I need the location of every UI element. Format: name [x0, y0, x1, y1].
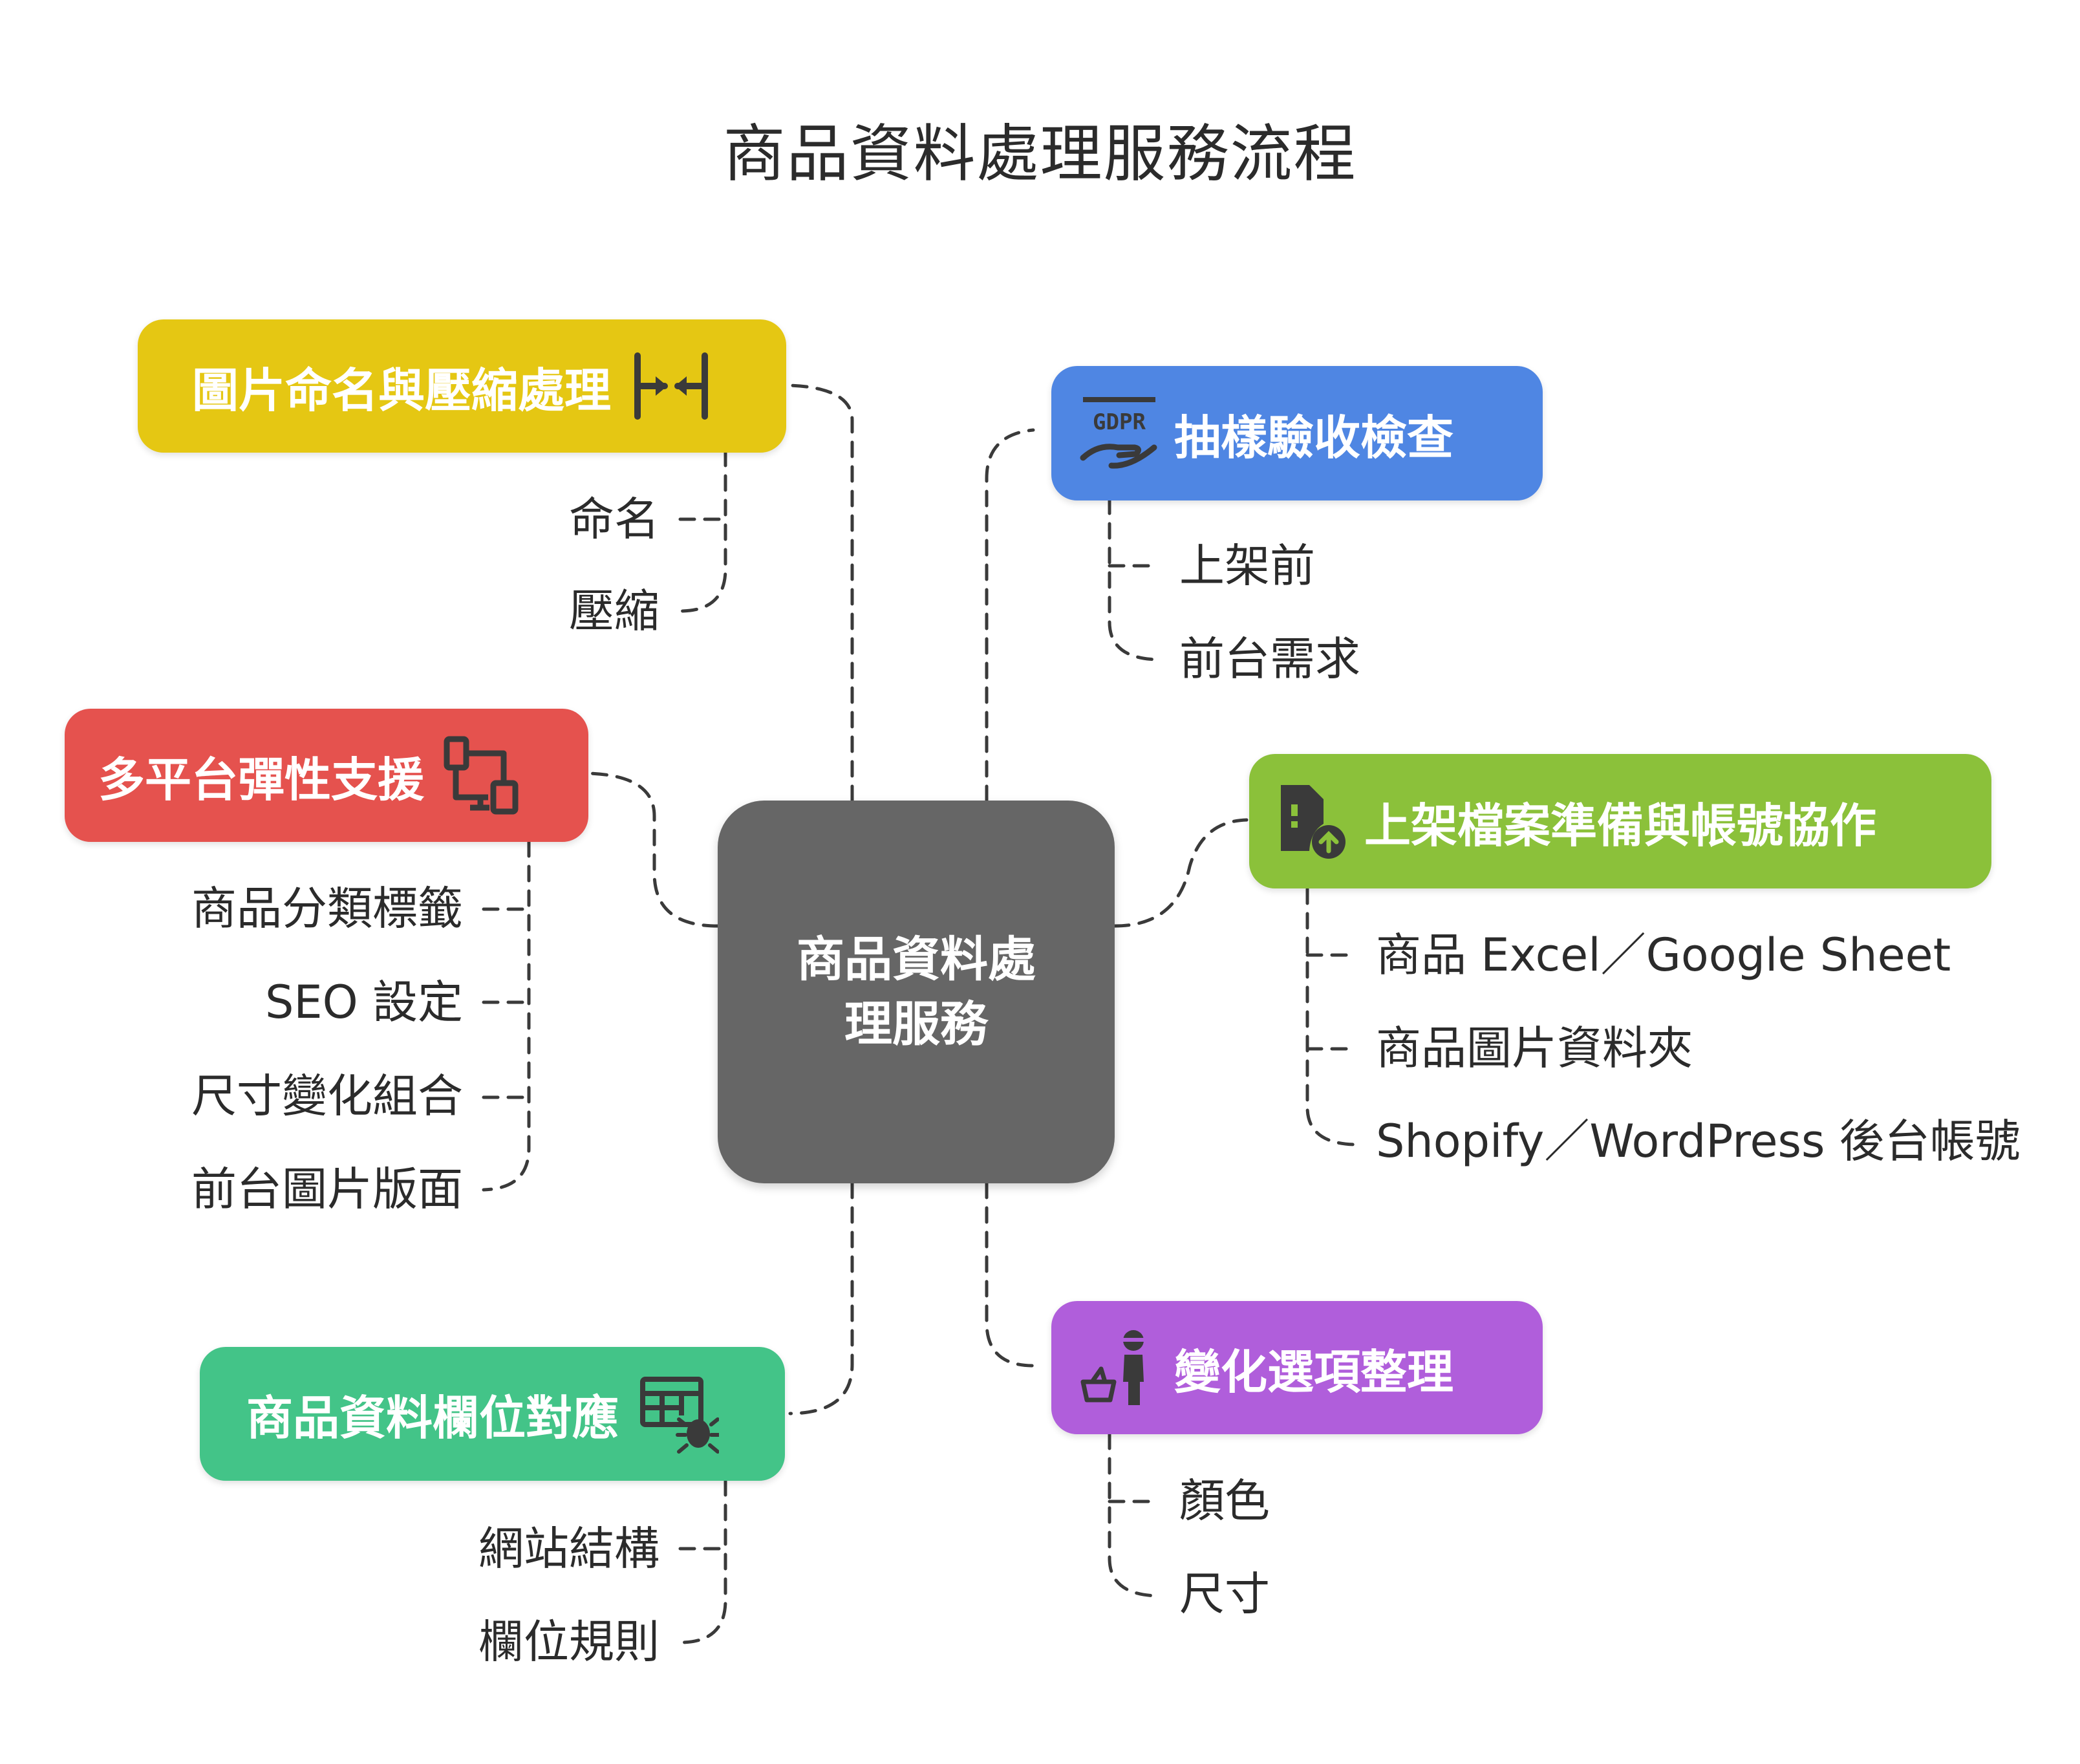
leaf-platform-frontend-layout: 前台圖片版面 — [191, 1163, 463, 1216]
category-variant-options-label: 變化選項整理 — [1174, 1344, 1454, 1399]
person-basket-icon — [1077, 1326, 1161, 1410]
file-upload-icon — [1267, 779, 1351, 863]
category-multi-platform: 多平台彈性支援 — [65, 709, 588, 842]
category-field-mapping-label: 商品資料欄位對應 — [246, 1391, 619, 1445]
leaf-platform-size-variants: 尺寸變化組合 — [191, 1070, 463, 1123]
leaf-files-image-folder: 商品圖片資料夾 — [1376, 1022, 1693, 1075]
leaf-variant-color: 顏色 — [1179, 1474, 1270, 1527]
leaf-platform-seo: SEO 設定 — [264, 976, 463, 1029]
link-image-leaves — [678, 449, 727, 613]
category-variant-options: 變化選項整理 — [1051, 1301, 1543, 1434]
category-inspection-label: 抽樣驗收檢查 — [1174, 410, 1454, 465]
leaf-mapping-field-rules: 欄位規則 — [478, 1615, 659, 1668]
leaf-inspection-frontend-needs: 前台需求 — [1179, 632, 1360, 685]
link-center-files — [1113, 818, 1249, 928]
leaf-platform-category-tags: 商品分類標籤 — [191, 882, 463, 935]
category-image-processing: 圖片命名與壓縮處理 — [138, 319, 786, 453]
category-listing-files-label: 上架檔案準備與帳號協作 — [1364, 798, 1877, 853]
category-inspection: GDPR 抽樣驗收檢查 — [1051, 366, 1543, 500]
category-image-processing-label: 圖片命名與壓縮處理 — [192, 363, 612, 418]
link-center-mapping — [788, 1181, 854, 1415]
leaf-image-naming: 命名 — [569, 493, 659, 546]
link-center-inspection — [985, 428, 1035, 802]
link-center-image — [788, 383, 854, 802]
center-node: 商品資料處理服務 — [718, 801, 1115, 1183]
category-multi-platform-label: 多平台彈性支援 — [98, 752, 425, 807]
table-bug-icon — [637, 1372, 721, 1456]
leaf-mapping-site-structure: 網站結構 — [478, 1522, 659, 1575]
leaf-inspection-before-listing: 上架前 — [1179, 539, 1315, 592]
leaf-files-admin-account: Shopify／WordPress 後台帳號 — [1376, 1115, 2021, 1168]
link-center-platform — [588, 771, 720, 928]
leaf-variant-size: 尺寸 — [1179, 1567, 1270, 1620]
leaf-image-compression: 壓縮 — [569, 585, 659, 638]
center-node-label: 商品資料處理服務 — [797, 932, 1036, 1052]
link-center-variants — [985, 1181, 1035, 1368]
page-title: 商品資料處理服務流程 — [723, 118, 1357, 190]
link-variants-leaves — [1108, 1432, 1159, 1598]
category-field-mapping: 商品資料欄位對應 — [200, 1347, 785, 1481]
link-mapping-leaves — [678, 1479, 727, 1644]
devices-icon — [440, 733, 524, 817]
link-inspection-leaves — [1108, 497, 1159, 662]
svg-text:GDPR: GDPR — [1093, 409, 1146, 435]
category-listing-files: 上架檔案準備與帳號協作 — [1249, 754, 1991, 888]
compress-arrows-icon — [629, 344, 713, 428]
gdpr-hand-icon: GDPR — [1077, 391, 1161, 475]
leaf-files-spreadsheet: 商品 Excel／Google Sheet — [1376, 929, 1951, 982]
link-files-leaves — [1305, 887, 1356, 1146]
link-platform-leaves — [482, 840, 531, 1192]
